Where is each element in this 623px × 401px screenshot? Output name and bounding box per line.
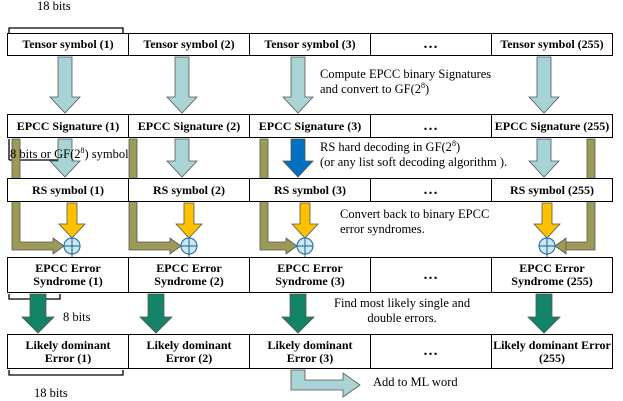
add-to-ml-word-arrow [290, 369, 361, 398]
rs-symbol-255: RS symbol (255) [509, 182, 594, 197]
likely-error-1: Likely dominant Error (1) [8, 335, 129, 368]
tensor-to-epcc-arrow-5 [528, 56, 560, 114]
rs-symbol-1: RS symbol (1) [8, 179, 129, 201]
error-syndrome-1: EPCC Error Syndrome (1) [8, 258, 129, 292]
rs-to-xor-arrow-5 [533, 202, 561, 239]
step-rs-decoding: RS hard decoding in GF(28) (or any list … [320, 138, 508, 169]
syndrome-to-likely-arrow-3 [281, 293, 315, 334]
bottom-18-bits-brace [8, 370, 124, 376]
epcc-to-rs-arrow-2 [166, 138, 198, 178]
tensor-to-epcc-arrow-3 [282, 56, 314, 114]
tensor-symbol-1: Tensor symbol (1) [8, 34, 129, 55]
rs-to-xor-arrow-3 [291, 202, 319, 239]
rs-symbol-2: RS symbol (2) [129, 179, 250, 201]
epcc-signature-3: EPCC Signature (3) [250, 115, 371, 137]
gf-symbol-label: 8 bits or GF(28) symbol [10, 145, 129, 161]
tensor-symbol-2: Tensor symbol (2) [129, 34, 250, 55]
epcc-to-rs-arrow-255 [528, 138, 560, 178]
step-find-errors: Find most likely single and double error… [334, 296, 471, 325]
tensor-symbol-row: Tensor symbol (1) Tensor symbol (2) Tens… [7, 33, 613, 56]
epcc-signature-2: EPCC Signature (2) [129, 115, 250, 137]
rs-to-xor-arrow-1 [58, 202, 86, 239]
likely-error-2: Likely dominant Error (2) [129, 335, 250, 368]
step-compute-signatures: Compute EPCC binary Signatures and conve… [320, 67, 492, 96]
bottom-bits-label: 18 bits [34, 386, 68, 400]
epcc-signature-1: EPCC Signature (1) [8, 115, 129, 137]
rs-symbol-row: RS symbol (1) RS symbol (2) RS symbol (3… [7, 178, 613, 202]
error-syndrome-255: EPCC Error Syndrome (255) [511, 261, 593, 288]
tensor-to-epcc-arrow-1 [49, 56, 81, 114]
step-add-to-ml-word: Add to ML word [373, 375, 458, 389]
tensor-to-epcc-arrow-2 [166, 56, 198, 114]
error-syndrome-row: EPCC Error Syndrome (1) EPCC Error Syndr… [7, 257, 613, 293]
error-syndrome-2: EPCC Error Syndrome (2) [129, 258, 250, 292]
tensor-symbol-255: Tensor symbol (255) [500, 37, 604, 51]
epcc-to-rs-arrow-3 [282, 138, 314, 178]
rs-symbol-3: RS symbol (3) [250, 179, 371, 201]
likely-error-255: Likely dominant Error (255) [493, 337, 611, 365]
top-bits-label: 18 bits [37, 0, 71, 13]
top-18-bits-brace [8, 27, 124, 33]
likely-error-ellipsis: … [371, 335, 492, 368]
syndrome-to-likely-arrow-2 [139, 293, 173, 334]
error-syndrome-3: EPCC Error Syndrome (3) [250, 258, 371, 292]
syndrome-to-likely-arrow-5 [527, 293, 561, 334]
epcc-signature-row: EPCC Signature (1) EPCC Signature (2) EP… [7, 114, 613, 138]
syndrome-to-likely-arrow-1 [21, 293, 55, 334]
rs-to-xor-arrow-2 [175, 202, 203, 239]
error-syndrome-ellipsis: … [371, 258, 492, 292]
step-convert-back: Convert back to binary EPCC error syndro… [340, 207, 490, 236]
epcc-to-rs-arrow-1 [49, 138, 81, 178]
epcc-signature-ellipsis: … [371, 115, 492, 137]
likely-error-3: Likely dominant Error (3) [250, 335, 371, 368]
epcc-signature-255: EPCC Signature (255) [494, 118, 610, 133]
rs-symbol-ellipsis: … [371, 179, 492, 201]
tensor-symbol-ellipsis: … [371, 34, 492, 55]
tensor-symbol-3: Tensor symbol (3) [250, 34, 371, 55]
likely-error-row: Likely dominant Error (1) Likely dominan… [7, 334, 613, 369]
mid-bits-label: 8 bits [63, 310, 91, 324]
